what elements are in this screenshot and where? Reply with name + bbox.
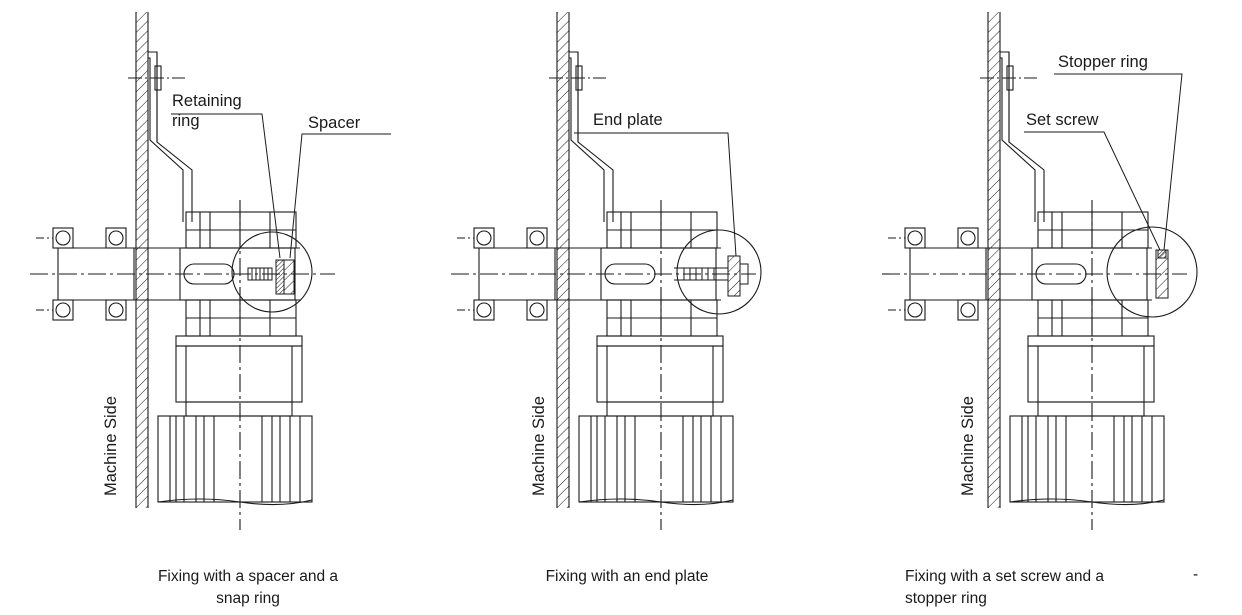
view-2: End plate Machine Side xyxy=(450,11,762,531)
view-1: Retaining ring Spacer Machine Side xyxy=(29,11,391,531)
callout-stopper-ring: Stopper ring xyxy=(1058,53,1148,71)
machine-side-label: Machine Side xyxy=(102,396,120,496)
trailing-dash-mark: - xyxy=(1193,566,1199,583)
detail-circle-2 xyxy=(676,229,762,315)
caption-line: stopper ring xyxy=(905,590,987,607)
caption-line: snap ring xyxy=(216,590,280,607)
caption-line: Fixing with a set screw and a xyxy=(905,568,1105,585)
callout-retaining-ring-line1: Retaining xyxy=(172,92,242,110)
view-3: Stopper ring Set screw Machine Side xyxy=(881,11,1198,531)
callout-set-screw: Set screw xyxy=(1026,111,1099,129)
callout-end-plate: End plate xyxy=(593,111,663,129)
caption-line: Fixing with an end plate xyxy=(545,568,709,585)
callout-retaining-ring-line2: ring xyxy=(172,112,200,130)
caption-line: Fixing with a spacer and a xyxy=(157,568,339,585)
end-plate-part xyxy=(727,255,741,297)
spacer-part xyxy=(283,259,295,295)
detail-circle-1 xyxy=(231,231,313,313)
caption-view-2: Fixing with an end plate xyxy=(497,566,757,588)
machine-side-label: Machine Side xyxy=(959,396,977,496)
callout-spacer: Spacer xyxy=(308,114,361,132)
detail-circle-3 xyxy=(1106,226,1198,318)
caption-view-1: Fixing with a spacer and a snap ring xyxy=(118,566,378,610)
set-screw-part xyxy=(1157,249,1167,259)
machine-side-label: Machine Side xyxy=(530,396,548,496)
caption-view-3: Fixing with a set screw and a stopper ri… xyxy=(905,566,1205,610)
retaining-ring-part xyxy=(275,259,285,295)
